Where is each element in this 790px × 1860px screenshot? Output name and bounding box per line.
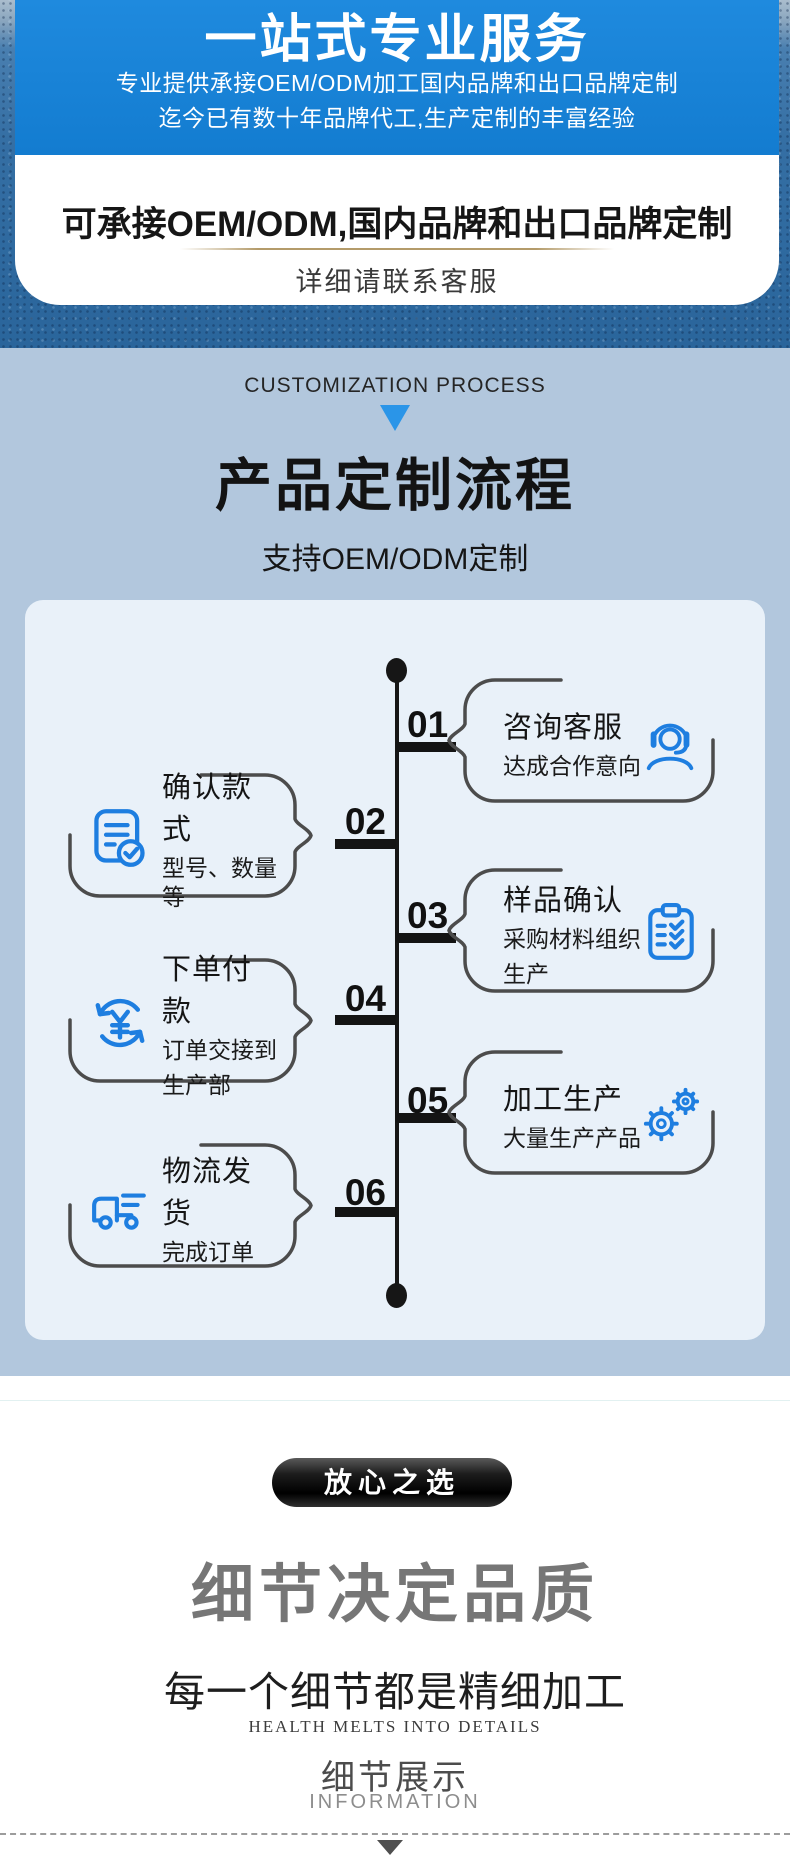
step-title: 加工生产 (503, 1084, 624, 1117)
step-title: 物流发货 (162, 1156, 253, 1231)
step-tick (335, 1015, 396, 1025)
gears-icon (643, 1087, 700, 1141)
process-title: 产品定制流程 (215, 454, 575, 518)
timeline-end-dot (386, 1283, 407, 1308)
timeline-start-dot (386, 658, 407, 683)
step-title: 咨询客服 (503, 712, 624, 745)
step-title: 样品确认 (503, 885, 624, 918)
step-number: 05 (407, 1080, 449, 1121)
customization-process-section: CUSTOMIZATION PROCESS 产品定制流程 支持OEM/ODM定制… (0, 348, 790, 1376)
step-title: 下单付款 (162, 954, 253, 1029)
process-flow-card: 01 咨询客服 达成合作意向 (25, 600, 765, 1340)
step-tick (396, 742, 456, 752)
step-number: 03 (407, 895, 449, 936)
hero-banner: 一站式专业服务 专业提供承接OEM/ODM加工国内品牌和出口品牌定制 迄今已有数… (15, 0, 779, 155)
process-eyebrow: CUSTOMIZATION PROCESS (244, 374, 546, 397)
step-tick (396, 1113, 456, 1123)
step-number: 02 (344, 801, 386, 842)
triangle-down-icon (380, 405, 410, 431)
hero-subtitle-1: 专业提供承接OEM/ODM加工国内品牌和出口品牌定制 (115, 70, 679, 96)
gold-divider (180, 248, 614, 250)
hero-title: 一站式专业服务 (204, 11, 590, 69)
step-number: 06 (344, 1172, 386, 1213)
step-number: 04 (344, 978, 386, 1019)
details-section-subtitle: INFORMATION (309, 1791, 481, 1813)
assurance-badge: 放心之选 (272, 1458, 512, 1507)
quality-section: 放心之选 细节决定品质 每一个细节都是精细加工 HEALTH MELTS INT… (0, 1376, 790, 1860)
step-bubble-payment: 下单付款 订单交接到 生产部 (68, 954, 313, 1098)
step-desc: 大量生产产品 (503, 1125, 641, 1152)
quality-subtitle: 每一个细节都是精细加工 (164, 1669, 626, 1715)
clipboard-check-icon (648, 902, 694, 960)
section-divider (0, 1400, 790, 1401)
details-section-title: 细节展示 (321, 1759, 469, 1797)
contact-note: 详细请联系客服 (295, 267, 499, 297)
hero-subtitle-2: 迄今已有数十年品牌代工,生产定制的丰富经验 (158, 105, 636, 131)
payment-cycle-icon (95, 998, 145, 1047)
timeline-line (395, 670, 399, 1298)
step-bubble-production: 加工生产 大量生产产品 (447, 1050, 715, 1177)
offer-heading: 可承接OEM/ODM,国内品牌和出口品牌定制 (61, 205, 733, 244)
truck-icon (92, 1193, 146, 1230)
step-bubble-shipping: 物流发货 完成订单 (68, 1143, 313, 1270)
step-bubble-style: 确认款式 型号、数量等 (68, 772, 313, 910)
step-title: 确认款式 (162, 772, 253, 847)
step-desc: 完成订单 (162, 1239, 254, 1266)
step-bubble-sample: 样品确认 采购材料组织 生产 (447, 868, 715, 995)
step-tick (396, 933, 456, 943)
step-bubble-consult: 咨询客服 达成合作意向 (447, 678, 715, 805)
customer-service-icon (646, 723, 694, 770)
quality-tagline: HEALTH MELTS INTO DETAILS (248, 1717, 542, 1736)
step-desc: 订单交接到 (162, 1037, 277, 1064)
step-desc: 型号、数量等 (162, 855, 277, 910)
triangle-down-icon (377, 1840, 403, 1855)
process-subtitle: 支持OEM/ODM定制 (261, 543, 529, 576)
step-tick (335, 839, 396, 849)
step-desc: 采购材料组织 (503, 926, 641, 953)
quality-title: 细节决定品质 (191, 1560, 599, 1630)
dashed-divider (0, 1833, 790, 1835)
step-desc: 达成合作意向 (503, 753, 641, 780)
document-check-icon (94, 808, 145, 867)
step-number: 01 (407, 704, 449, 745)
step-tick (335, 1207, 396, 1217)
offer-card: 可承接OEM/ODM,国内品牌和出口品牌定制 详细请联系客服 (15, 155, 779, 305)
